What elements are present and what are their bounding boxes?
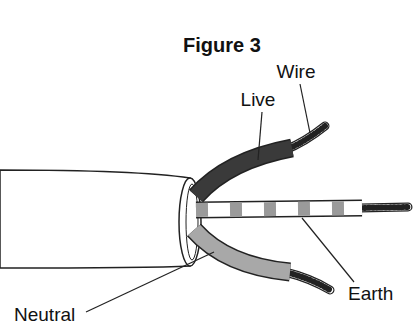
live-wire xyxy=(196,148,292,196)
part-label: Neutral xyxy=(14,305,75,326)
earth-wire-outline xyxy=(196,208,362,210)
cable-sheath xyxy=(0,170,190,268)
part-label: Earth xyxy=(348,284,393,305)
leader-lines xyxy=(86,84,354,312)
neutral-wire xyxy=(194,230,290,272)
live-wire-outline xyxy=(196,148,292,196)
earth-stripes xyxy=(196,208,362,210)
part-label: Live xyxy=(241,90,276,111)
neutral-wire-outline xyxy=(194,230,290,272)
figure-title: Figure 3 xyxy=(183,34,261,56)
part-label: Wire xyxy=(276,62,315,83)
earth-wire xyxy=(196,208,362,210)
